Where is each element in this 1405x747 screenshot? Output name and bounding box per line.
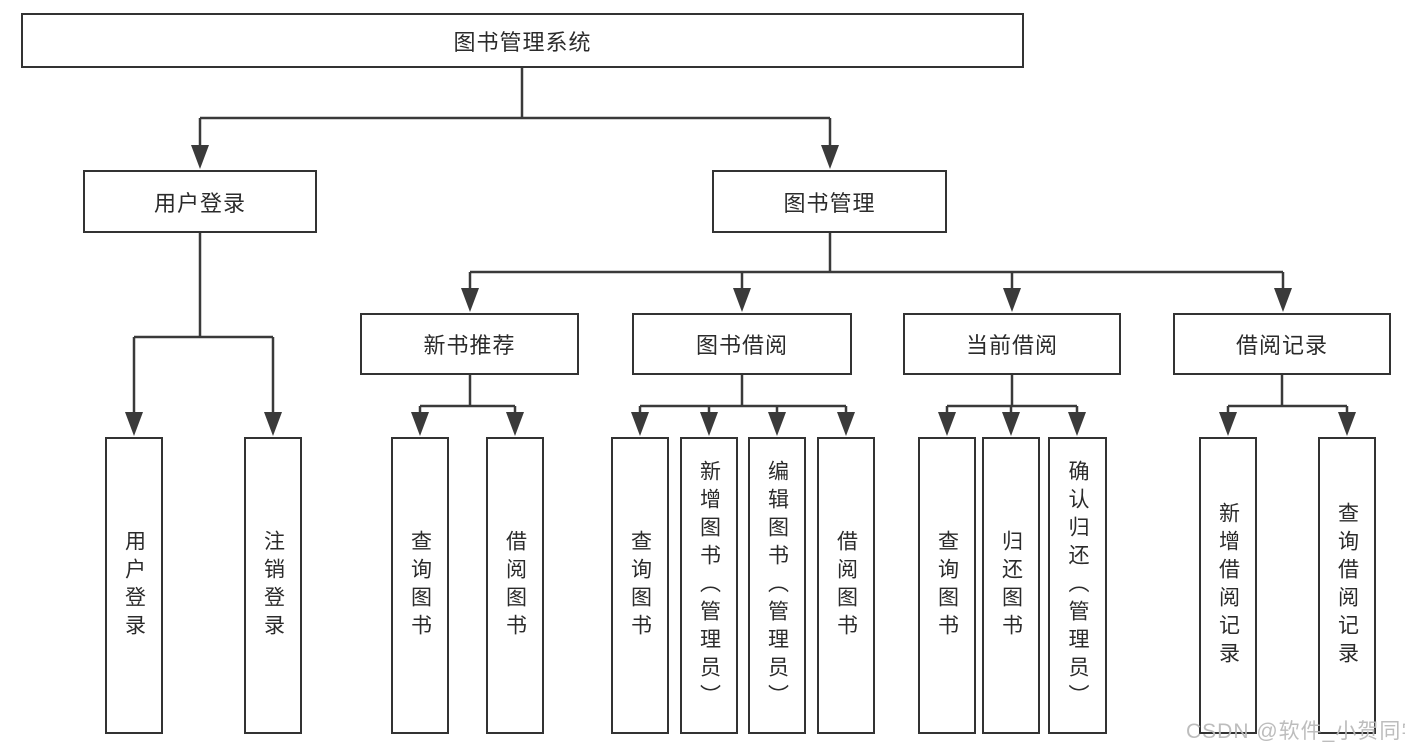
node-current-borrowing: 当前借阅 [903, 313, 1121, 375]
arrowheads [125, 145, 1356, 436]
node-label: 归还图书 [999, 529, 1023, 642]
leaf-add-borrow-record: 新增借阅记录 [1199, 437, 1257, 734]
node-label: 图书管理系统 [453, 29, 592, 55]
node-root-system: 图书管理系统 [21, 13, 1024, 68]
arrow-icon [631, 412, 649, 436]
leaf-borrow-books-recommend: 借阅图书 [486, 437, 544, 734]
arrow-icon [733, 288, 751, 312]
arrow-icon [125, 412, 143, 436]
connector-root-to-level2 [198, 68, 832, 150]
leaf-edit-book-admin: 编辑图书（管理员） [748, 437, 806, 734]
arrow-icon [768, 412, 786, 436]
node-book-borrowing: 图书借阅 [632, 313, 852, 375]
node-user-login: 用户登录 [83, 170, 317, 233]
arrow-icon [1068, 412, 1086, 436]
arrow-icon [1338, 412, 1356, 436]
connector-book-borrow-group [638, 375, 848, 416]
node-label: 当前借阅 [965, 333, 1058, 358]
node-label: 新增图书（管理员） [697, 459, 721, 712]
leaf-return-books: 归还图书 [982, 437, 1040, 734]
leaf-add-book-admin: 新增图书（管理员） [680, 437, 738, 734]
arrow-icon [1003, 288, 1021, 312]
node-label: 编辑图书（管理员） [765, 459, 789, 712]
connector-user-login-group [132, 233, 275, 416]
arrow-icon [821, 145, 839, 169]
connector-current-borrow-group [945, 375, 1079, 416]
connector-new-book-group [418, 375, 517, 416]
arrow-icon [506, 412, 524, 436]
arrow-icon [1274, 288, 1292, 312]
leaf-query-books-recommend: 查询图书 [391, 437, 449, 734]
leaf-user-login: 用户登录 [105, 437, 163, 734]
node-label: 借阅图书 [503, 529, 527, 642]
node-book-management: 图书管理 [712, 170, 947, 233]
leaf-query-books-current: 查询图书 [918, 437, 976, 734]
leaf-borrow-books-borrowing: 借阅图书 [817, 437, 875, 734]
arrow-icon [191, 145, 209, 169]
node-label: 借阅记录 [1235, 333, 1328, 358]
arrow-icon [700, 412, 718, 436]
arrow-icon [1219, 412, 1237, 436]
node-label: 新书推荐 [423, 333, 516, 358]
node-label: 图书借阅 [695, 333, 788, 358]
arrow-icon [411, 412, 429, 436]
node-label: 用户登录 [122, 529, 146, 642]
arrow-icon [264, 412, 282, 436]
arrow-icon [1002, 412, 1020, 436]
node-label: 查询图书 [628, 529, 652, 642]
arrow-icon [938, 412, 956, 436]
node-label: 查询图书 [408, 529, 432, 642]
arrow-icon [461, 288, 479, 312]
node-label: 用户登录 [153, 190, 246, 216]
leaf-logout: 注销登录 [244, 437, 302, 734]
watermark: CSDN @软件_小贺同学 [1186, 720, 1405, 743]
connector-borrow-record-group [1226, 375, 1349, 416]
leaf-query-borrow-record: 查询借阅记录 [1318, 437, 1376, 734]
node-label: 查询借阅记录 [1335, 501, 1359, 670]
leaf-confirm-return-admin: 确认归还（管理员） [1048, 437, 1107, 734]
node-label: 图书管理 [783, 190, 876, 216]
node-label: 注销登录 [261, 529, 285, 642]
node-label: 查询图书 [935, 529, 959, 642]
leaf-query-books-borrowing: 查询图书 [611, 437, 669, 734]
node-new-book-recommend: 新书推荐 [360, 313, 579, 375]
connector-book-mgmt-to-level3 [468, 233, 1285, 292]
node-label: 借阅图书 [834, 529, 858, 642]
node-label: 确认归还（管理员） [1066, 459, 1089, 712]
arrow-icon [837, 412, 855, 436]
node-label: 新增借阅记录 [1216, 501, 1240, 670]
node-borrowing-records: 借阅记录 [1173, 313, 1391, 375]
